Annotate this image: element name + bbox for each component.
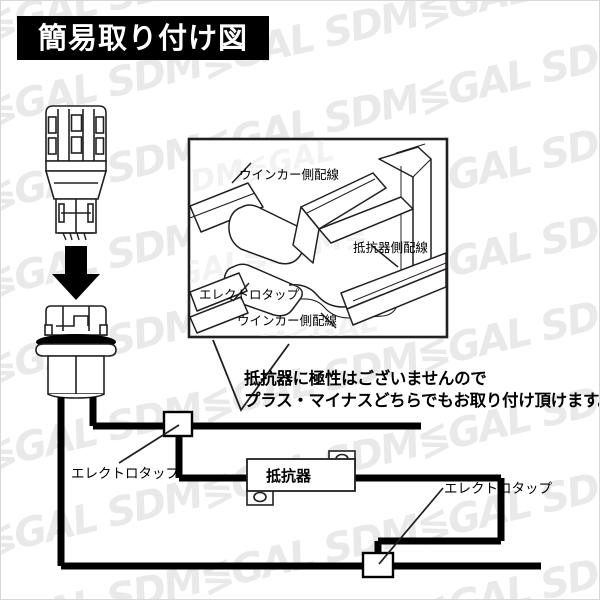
bulb-socket-graphic bbox=[35, 305, 117, 399]
leader-lines bbox=[118, 424, 444, 565]
inset-label-winker-top: ウインカー側配線 bbox=[239, 167, 340, 182]
label-electro-tap-left: エレクトロタップ bbox=[71, 466, 179, 482]
page-title-banner: 簡易取り付け図 bbox=[17, 16, 269, 60]
resistor-box bbox=[246, 450, 356, 506]
callout-line-1: 抵抗器に極性はございませんので bbox=[244, 369, 487, 388]
down-arrow-icon bbox=[52, 246, 100, 300]
inset-label-electro-tap: エレクトロタップ bbox=[199, 287, 300, 302]
inset-label-resistor-side: 抵抗器側配線 bbox=[353, 240, 429, 255]
led-bulb-graphic bbox=[44, 105, 108, 241]
wire-network bbox=[57, 397, 541, 570]
label-resistor: 抵抗器 bbox=[266, 467, 312, 485]
label-electro-tap-right: エレクトロタップ bbox=[444, 481, 552, 497]
page-title: 簡易取り付け図 bbox=[37, 20, 248, 55]
callout-pointer bbox=[212, 339, 290, 412]
callout-line-2: プラス・マイナスどちらでもお取り付け頂けます。 bbox=[244, 390, 600, 410]
electro-tap-right bbox=[361, 551, 395, 579]
inset-label-winker-bottom: ウインカー側配線 bbox=[237, 313, 338, 328]
callout-text: 抵抗器に極性はございませんので プラス・マイナスどちらでもお取り付け頂けます。 bbox=[244, 368, 600, 412]
